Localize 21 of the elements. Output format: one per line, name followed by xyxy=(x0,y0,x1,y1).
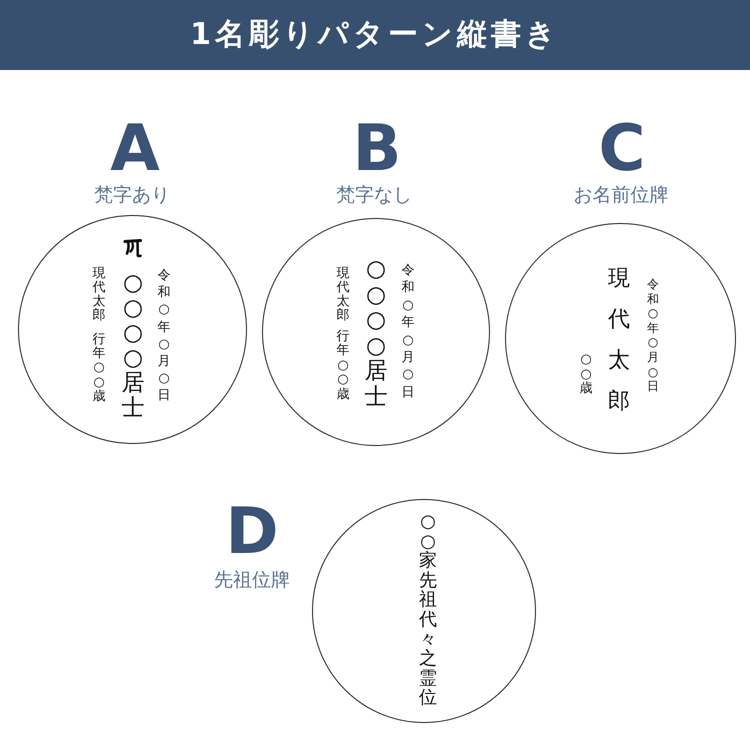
date-text: 令和○年○月○日 xyxy=(402,262,414,402)
date-text: 令和○年○月○日 xyxy=(158,267,170,405)
pattern-letter: C xyxy=(598,117,646,181)
pattern-subtitle: 梵字あり xyxy=(94,184,170,207)
pattern-subtitle: 先祖位牌 xyxy=(214,569,290,592)
pattern-letter: D xyxy=(225,500,279,564)
deceased-name: 現代太郎 xyxy=(336,267,350,323)
pattern-subtitle: 梵字なし xyxy=(336,184,412,207)
deceased-name: 現代太郎 xyxy=(608,265,630,416)
posthumous-name: ○○○○居士 xyxy=(122,271,144,421)
pattern-letter: B xyxy=(352,117,402,181)
age-text: 行年○○歳 xyxy=(92,333,106,404)
age-text: ○○歳 xyxy=(580,353,592,398)
page-title: 1名彫りパターン縦書き xyxy=(190,17,560,53)
date-text: 令和○年○月○日 xyxy=(647,277,659,394)
age-text: 行年○○歳 xyxy=(336,330,350,402)
deceased-name: 現代太郎 xyxy=(92,267,106,323)
ancestor-inscription: ○○家先祖代々之霊位 xyxy=(419,512,437,708)
pattern-subtitle: お名前位牌 xyxy=(574,184,668,207)
posthumous-name: ○○○○居士 xyxy=(364,257,388,410)
pattern-letter: A xyxy=(110,117,160,181)
